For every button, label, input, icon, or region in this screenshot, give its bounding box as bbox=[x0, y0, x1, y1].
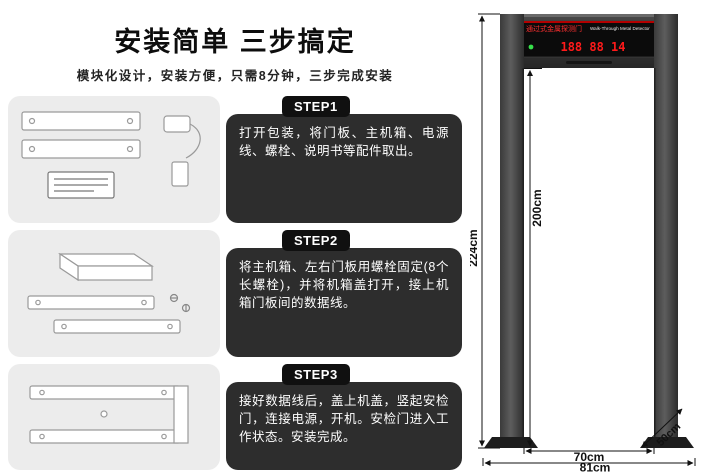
step3-card: STEP3 接好数据线后，盖上机盖，竖起安检门，连接电源，开机。安检门进入工作状… bbox=[226, 364, 462, 470]
outer-height-label: 224cm bbox=[470, 229, 480, 266]
install-guide-section: 安装简单 三步搞定 模块化设计，安装方便，只需8分钟，三步完成安装 bbox=[0, 27, 470, 470]
assembly-drawing bbox=[27, 252, 191, 334]
section-subtitle: 模块化设计，安装方便，只需8分钟，三步完成安装 bbox=[76, 69, 394, 83]
step1-illustration bbox=[8, 96, 220, 223]
section-title: 安装简单 三步搞定 bbox=[114, 27, 356, 57]
step3-label: STEP3 bbox=[282, 364, 350, 385]
step3-illustration bbox=[8, 364, 220, 470]
inner-height-label: 200cm bbox=[530, 189, 544, 226]
metal-detector-drawing: 通过式金属探测门 Walk-Through Metal Detector 188… bbox=[470, 13, 696, 472]
step-row-3: STEP3 接好数据线后，盖上机盖，竖起安检门，连接电源，开机。安检门进入工作状… bbox=[8, 364, 462, 470]
step1-card: STEP1 打开包装，将门板、主机箱、电源线、螺栓、说明书等配件取出。 bbox=[226, 96, 462, 223]
step2-card: STEP2 将主机箱、左右门板用螺栓固定(8个长螺栓)，并将机箱盖打开，接上机箱… bbox=[226, 230, 462, 357]
step2-illustration bbox=[8, 230, 220, 357]
outer-width-label: 81cm bbox=[580, 461, 611, 472]
step2-label: STEP2 bbox=[282, 230, 350, 251]
left-foot bbox=[484, 437, 538, 448]
dim-depth-line bbox=[641, 408, 683, 448]
dim-inner-width bbox=[523, 448, 655, 454]
led-display: 188 88 14 bbox=[560, 40, 625, 54]
assembled-frame-drawing bbox=[29, 384, 189, 444]
right-pillar bbox=[654, 14, 678, 437]
detector-head-unit: 通过式金属探测门 Walk-Through Metal Detector 188… bbox=[500, 14, 678, 68]
step2-text: 将主机箱、左右门板用螺栓固定(8个长螺栓)，并将机箱盖打开，接上机箱门板间的数据… bbox=[226, 248, 462, 357]
power-indicator-light bbox=[528, 44, 534, 50]
step3-text: 接好数据线后，盖上机盖，竖起安检门，连接电源，开机。安检门进入工作状态。安装完成… bbox=[226, 382, 462, 470]
vent-slot bbox=[566, 61, 612, 64]
dim-outer-width bbox=[482, 458, 696, 466]
step-row-1: STEP1 打开包装，将门板、主机箱、电源线、螺栓、说明书等配件取出。 bbox=[8, 96, 462, 223]
product-dimensions-figure: 通过式金属探测门 Walk-Through Metal Detector 188… bbox=[470, 0, 720, 472]
step-row-2: STEP2 将主机箱、左右门板用螺栓固定(8个长螺栓)，并将机箱盖打开，接上机箱… bbox=[8, 230, 462, 357]
left-pillar bbox=[500, 14, 524, 437]
panel-title-cn: 通过式金属探测门 bbox=[526, 24, 582, 33]
step1-text: 打开包装，将门板、主机箱、电源线、螺栓、说明书等配件取出。 bbox=[226, 114, 462, 223]
dim-inner-height bbox=[524, 68, 542, 447]
detector-pillars bbox=[500, 14, 678, 437]
panel-title-en: Walk-Through Metal Detector bbox=[590, 26, 650, 31]
step1-label: STEP1 bbox=[282, 96, 350, 117]
steps-list: STEP1 打开包装，将门板、主机箱、电源线、螺栓、说明书等配件取出。 bbox=[0, 96, 470, 470]
unboxing-parts-drawing bbox=[21, 111, 201, 199]
dim-outer-height bbox=[478, 13, 500, 449]
